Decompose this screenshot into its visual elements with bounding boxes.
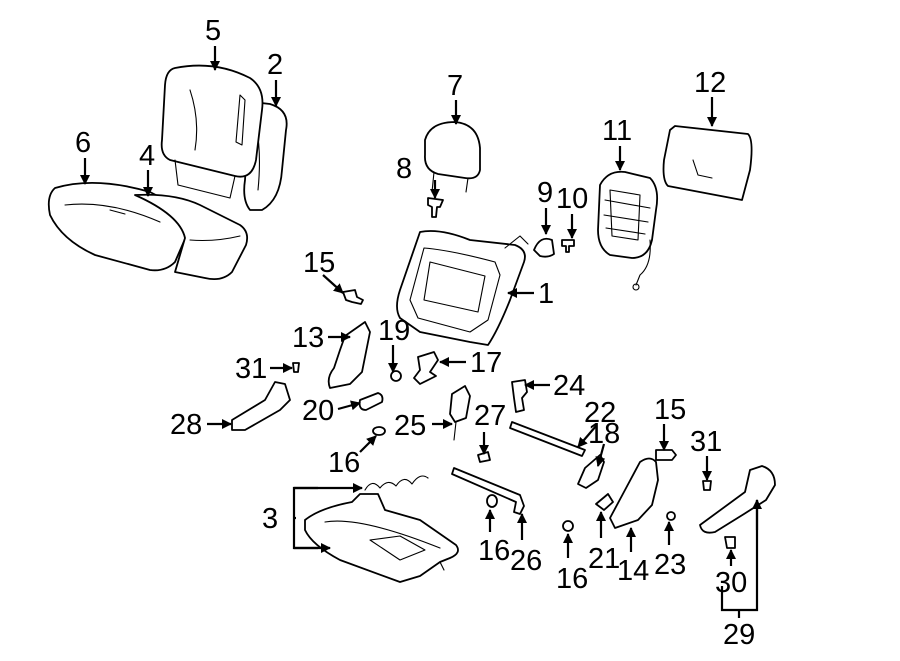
callout-15-right: 15 — [654, 394, 686, 426]
part-5-seat-back-cushion — [160, 64, 264, 199]
callout-9: 9 — [537, 177, 553, 209]
part-13-side-shield — [327, 321, 371, 389]
part-17-bracket — [413, 351, 439, 385]
callout-23: 23 — [654, 549, 686, 581]
callout-22: 22 — [584, 397, 616, 429]
part-31-clip-left — [292, 362, 300, 373]
callout-7: 7 — [447, 70, 463, 102]
callout-16-middle: 16 — [478, 535, 510, 567]
callout-18: 18 — [588, 418, 620, 450]
callout-17: 17 — [470, 347, 502, 379]
part-3-spring — [364, 475, 429, 491]
callout-13: 13 — [292, 322, 324, 354]
callout-31-right: 31 — [690, 426, 722, 458]
callout-29: 29 — [723, 619, 755, 651]
callout-2: 2 — [267, 49, 283, 81]
part-11-recliner-mechanism — [597, 170, 659, 291]
callout-20: 20 — [302, 395, 334, 427]
callout-19: 19 — [378, 315, 410, 347]
part-8-headrest-guide — [427, 197, 444, 218]
callout-8: 8 — [396, 153, 412, 185]
part-28-outer-trim — [231, 381, 291, 431]
callout-12: 12 — [694, 67, 726, 99]
callout-26: 26 — [510, 545, 542, 577]
part-16-grommet-middle — [486, 494, 498, 508]
callout-16-lower: 16 — [556, 563, 588, 595]
part-9-pivot-cover — [533, 237, 555, 258]
callout-10: 10 — [556, 183, 588, 215]
callout-15-left: 15 — [303, 247, 335, 279]
part-16-grommet-upper — [372, 426, 386, 436]
callout-6: 6 — [75, 127, 91, 159]
callout-31-left: 31 — [235, 353, 267, 385]
part-12-back-board — [662, 125, 753, 201]
part-29-side-trim — [699, 465, 776, 534]
part-22-rod — [509, 421, 586, 457]
part-30-cap — [724, 536, 736, 549]
callout-30: 30 — [715, 567, 747, 599]
part-10-bolt — [561, 239, 575, 253]
part-20-handle — [358, 392, 384, 411]
callout-3: 3 — [262, 503, 278, 535]
callout-11: 11 — [602, 115, 632, 147]
callout-5: 5 — [205, 15, 221, 47]
callout-24: 24 — [553, 370, 585, 402]
callout-1: 1 — [538, 278, 554, 310]
part-15-bolt-right — [655, 449, 677, 461]
part-3-seat-pan — [304, 493, 459, 583]
part-23-cap — [666, 511, 676, 521]
callout-28: 28 — [170, 409, 202, 441]
part-14-inner-shield — [609, 457, 659, 529]
callout-16-upper: 16 — [328, 447, 360, 479]
part-26-lever — [451, 467, 525, 515]
part-19-knob — [390, 370, 402, 382]
part-24-latch — [511, 379, 528, 413]
part-31-clip-right — [702, 480, 712, 491]
part-15-bolt-left — [342, 289, 364, 305]
callout-25: 25 — [394, 410, 426, 442]
leader-lines — [80, 46, 762, 618]
callout-4: 4 — [139, 140, 155, 172]
callout-27: 27 — [474, 400, 506, 432]
part-21-clip — [595, 493, 614, 511]
part-1-seat-back-frame — [396, 230, 529, 346]
part-4-seat-cushion-pad — [134, 193, 249, 281]
part-7-headrest — [424, 121, 481, 193]
callout-21: 21 — [588, 543, 620, 575]
callout-14: 14 — [617, 555, 649, 587]
part-16-grommet-lower — [562, 520, 574, 532]
part-25-spring-bracket — [449, 385, 471, 441]
